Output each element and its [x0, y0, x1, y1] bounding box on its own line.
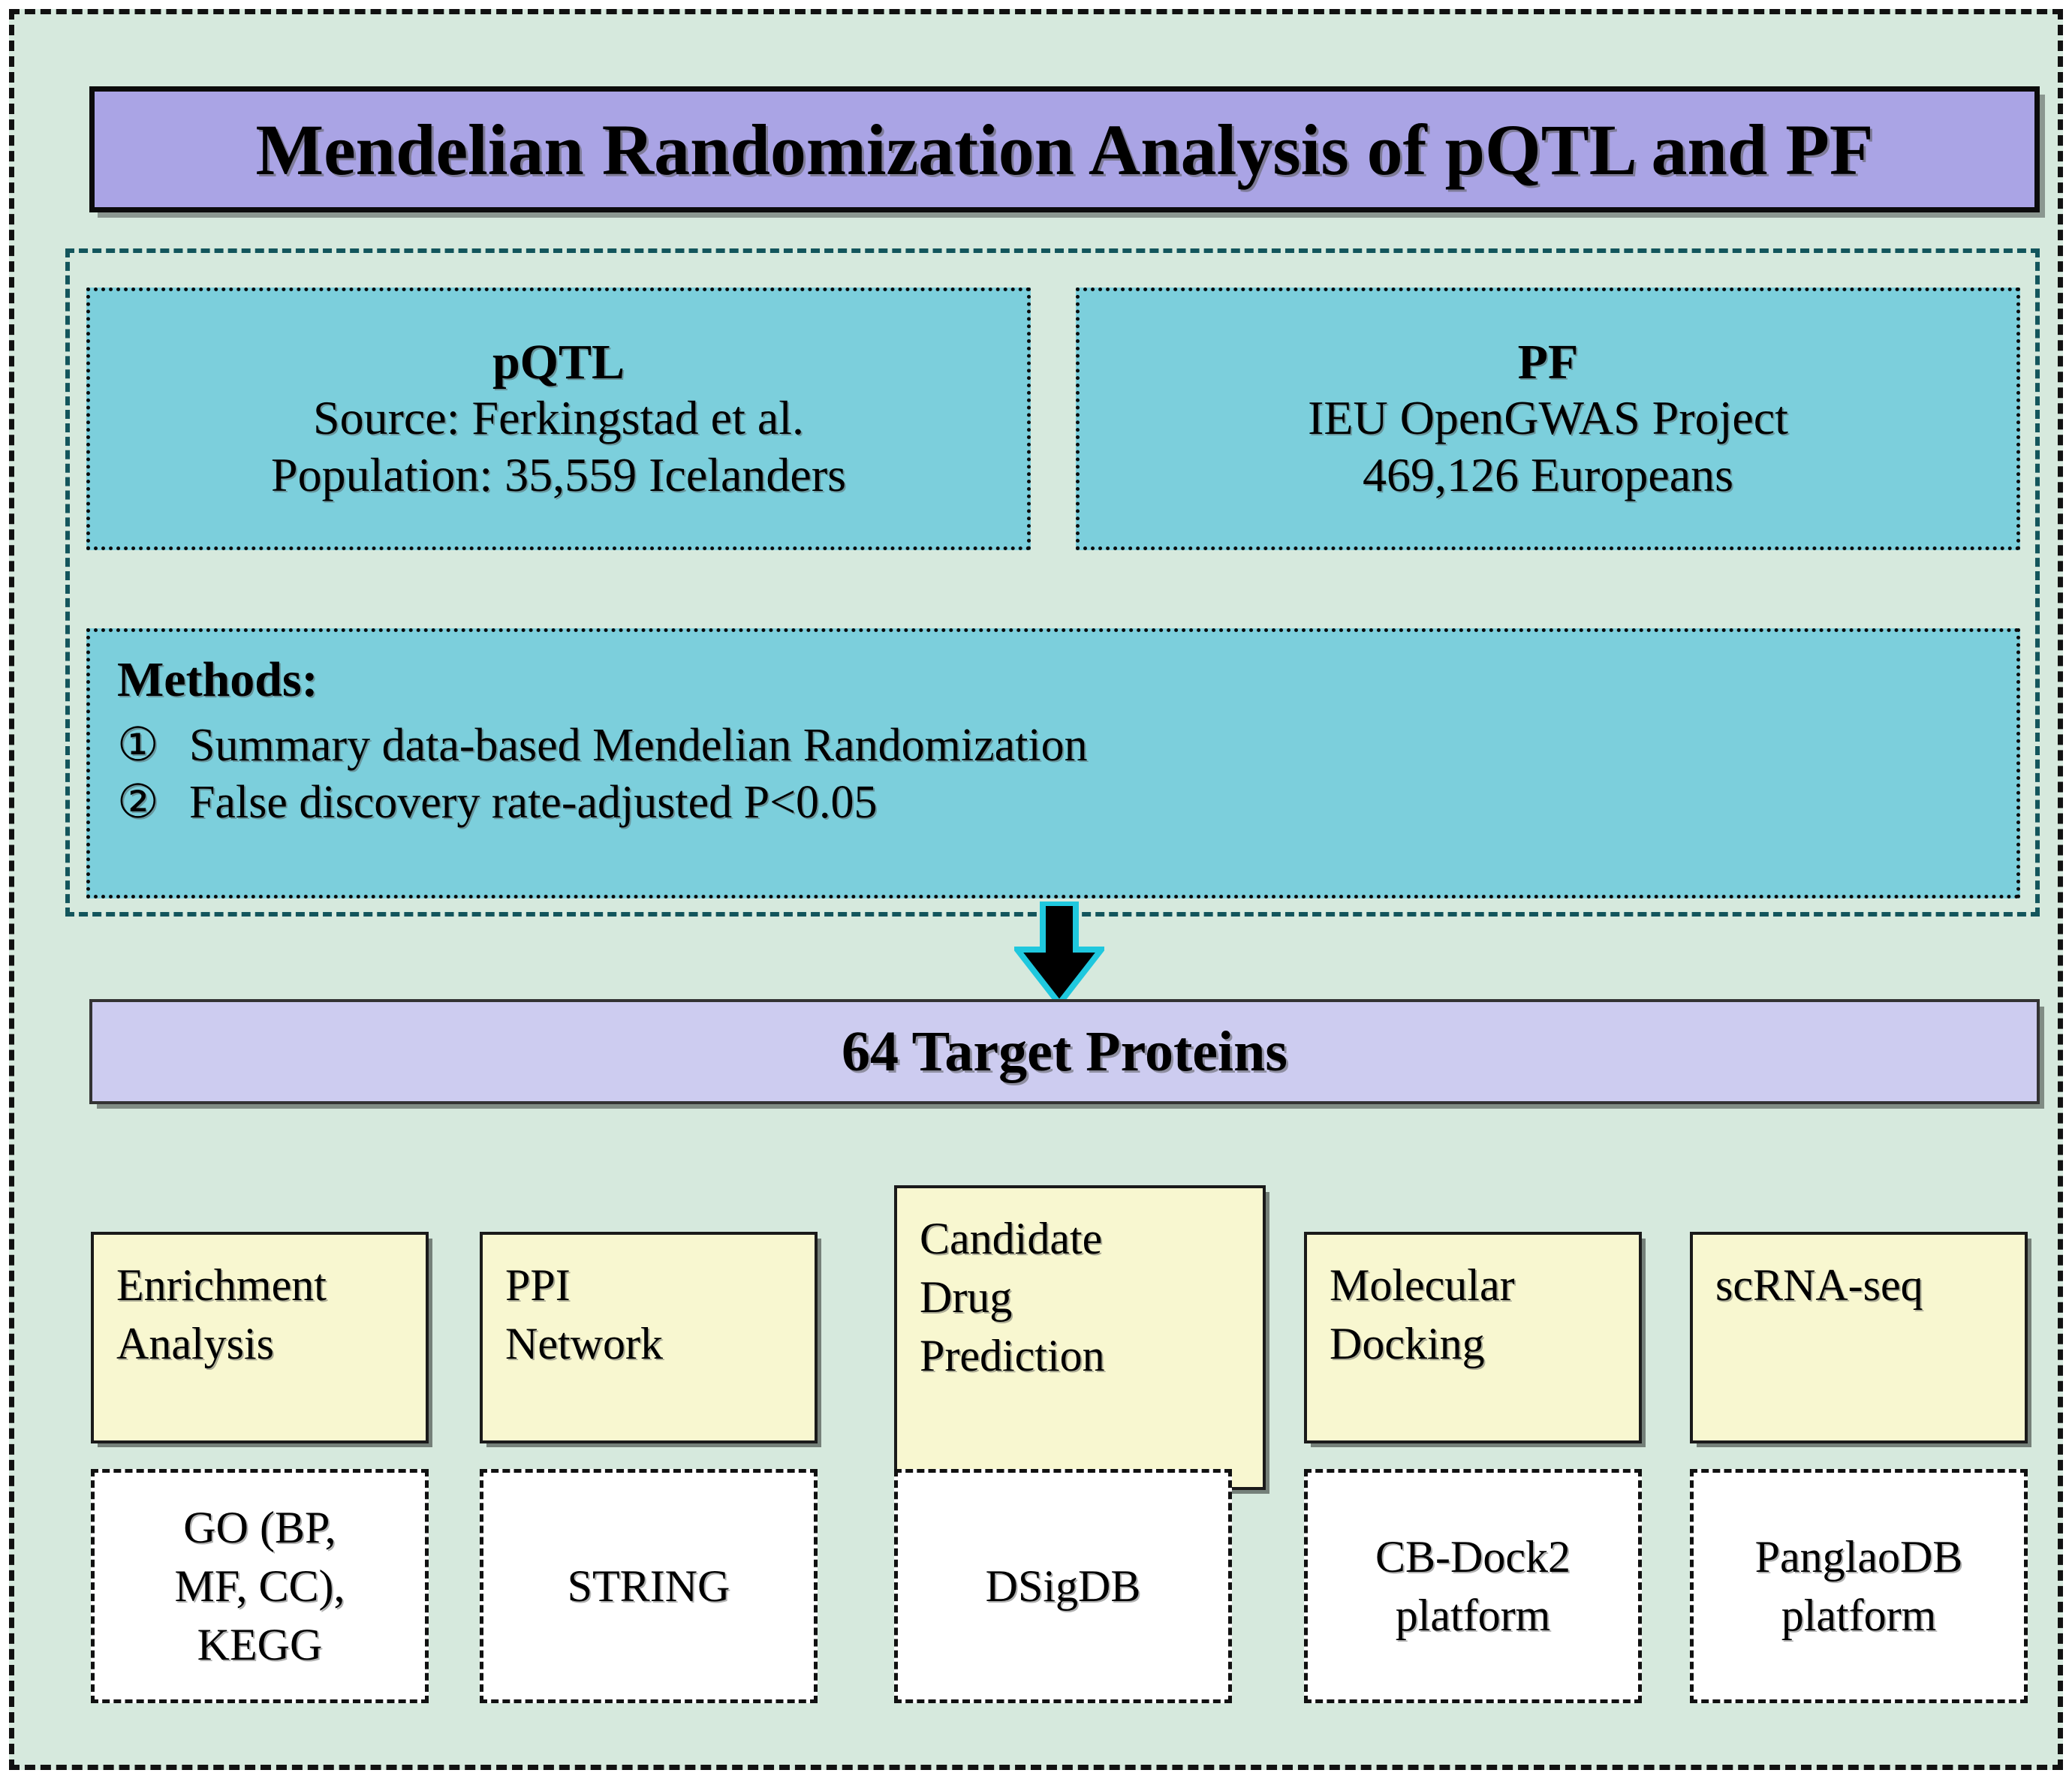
module-box-ppi-network: PPI Network — [480, 1232, 818, 1443]
methods-marker-1: ① — [117, 720, 159, 771]
tool-line-2a: STRING — [567, 1561, 730, 1611]
tool-line-3a: DSigDB — [985, 1561, 1141, 1611]
module-line-4a: Molecular — [1330, 1260, 1515, 1310]
module-line-4b: Docking — [1330, 1319, 1485, 1368]
pf-population-line: 469,126 Europeans — [1362, 447, 1734, 501]
module-box-molecular-docking: Molecular Docking — [1304, 1232, 1642, 1443]
pqtl-heading: pQTL — [492, 334, 625, 390]
module-line-5a: scRNA-seq — [1715, 1260, 1923, 1310]
module-line-3a: Candidate — [920, 1214, 1103, 1263]
module-box-enrichment-analysis: Enrichment Analysis — [91, 1232, 429, 1443]
tool-box-go-kegg: GO (BP, MF, CC), KEGG — [91, 1469, 429, 1703]
methods-heading: Methods: — [117, 652, 318, 707]
module-box-scrna-seq: scRNA-seq — [1690, 1232, 2028, 1443]
module-line-1b: Analysis — [116, 1319, 274, 1368]
methods-box: Methods: ① Summary data-based Mendelian … — [86, 628, 2020, 899]
methods-item-2: ② False discovery rate-adjusted P<0.05 — [117, 775, 2016, 832]
module-line-1a: Enrichment — [116, 1260, 327, 1310]
tool-line-1c: KEGG — [197, 1620, 323, 1669]
module-box-candidate-drug-prediction: Candidate Drug Prediction — [894, 1185, 1266, 1490]
pqtl-source-line: Source: Ferkingstad et al. — [312, 391, 805, 445]
tool-box-panglaodb: PanglaoDB platform — [1690, 1469, 2028, 1703]
tool-line-5a: PanglaoDB — [1754, 1532, 1963, 1582]
down-arrow-icon — [1010, 900, 1108, 1009]
figure-title: Mendelian Randomization Analysis of pQTL… — [255, 109, 1874, 190]
pqtl-population-line: Population: 35,559 Icelanders — [270, 447, 847, 501]
pqtl-source-box: pQTL Source: Ferkingstad et al. Populati… — [86, 287, 1031, 550]
pf-source-box: PF IEU OpenGWAS Project 469,126 European… — [1076, 287, 2020, 550]
methods-text-2: False discovery rate-adjusted P<0.05 — [189, 776, 878, 828]
figure-outer-frame: Mendelian Randomization Analysis of pQTL… — [9, 9, 2063, 1770]
module-line-3b: Drug — [920, 1272, 1013, 1322]
methods-marker-2: ② — [117, 776, 159, 828]
pf-project-line: IEU OpenGWAS Project — [1308, 391, 1788, 445]
module-line-2a: PPI — [505, 1260, 571, 1310]
methods-item-1: ① Summary data-based Mendelian Randomiza… — [117, 718, 2016, 775]
pf-heading: PF — [1517, 334, 1579, 390]
methods-text-1: Summary data-based Mendelian Randomizati… — [189, 720, 1088, 771]
tool-line-5b: platform — [1781, 1591, 1937, 1640]
tool-line-4b: platform — [1395, 1591, 1551, 1640]
module-line-2b: Network — [505, 1319, 663, 1368]
tool-line-1b: MF, CC), — [174, 1561, 345, 1611]
tool-box-dsigdb: DSigDB — [894, 1469, 1232, 1703]
target-proteins-label: 64 Target Proteins — [842, 1019, 1287, 1083]
tool-box-string: STRING — [480, 1469, 818, 1703]
tool-line-1a: GO (BP, — [183, 1503, 336, 1552]
module-line-3c: Prediction — [920, 1331, 1105, 1380]
figure-title-banner: Mendelian Randomization Analysis of pQTL… — [89, 86, 2040, 212]
target-proteins-banner: 64 Target Proteins — [89, 999, 2040, 1104]
tool-line-4a: CB-Dock2 — [1375, 1532, 1571, 1582]
tool-box-cb-dock2: CB-Dock2 platform — [1304, 1469, 1642, 1703]
